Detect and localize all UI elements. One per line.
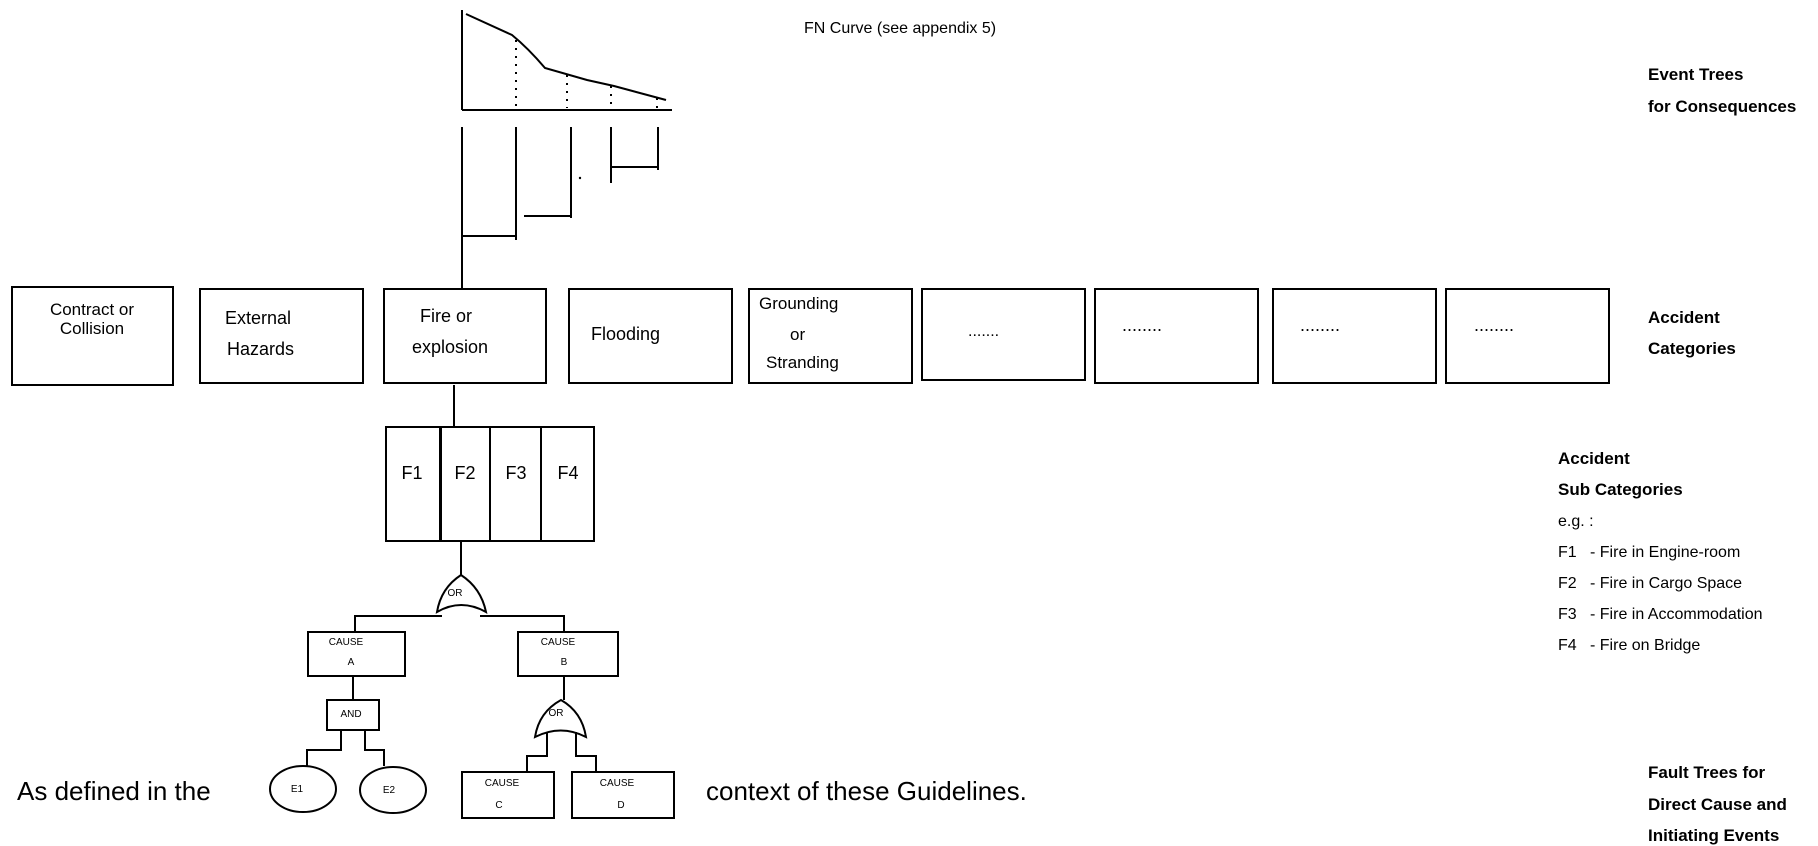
or-gate-icon (533, 698, 588, 739)
cause-a-box (307, 631, 406, 677)
category-box-collision (11, 286, 174, 386)
fn-curve-chart (461, 10, 672, 111)
sub-category-item: F3 - Fire in Accommodation (1558, 606, 1763, 623)
gate-label: OR (549, 708, 564, 719)
sub-categories-label: Accident (1558, 449, 1630, 468)
bottom-text-left: As defined in the (17, 776, 211, 806)
subcategory-label: F3 (505, 463, 526, 483)
category-text: ....... (968, 323, 999, 340)
cause-label: D (617, 800, 624, 811)
cause-label: CAUSE (485, 778, 520, 789)
category-box-fire-explosion (383, 288, 547, 384)
category-text: ........ (1300, 315, 1340, 335)
event-trees-label: for Consequences (1648, 97, 1796, 116)
fault-trees-label: Fault Trees for (1648, 763, 1766, 782)
category-box-placeholder (1445, 288, 1610, 384)
subcategory-box-f3 (489, 426, 542, 542)
category-text: Stranding (766, 353, 839, 372)
right-labels: Event Trees for Consequences Accident Ca… (1558, 65, 1796, 845)
category-box-flooding (568, 288, 733, 384)
and-gate-icon (326, 699, 380, 731)
subcategory-label: F4 (557, 463, 578, 483)
event-trees-label: Event Trees (1648, 65, 1743, 84)
event-tree (461, 127, 659, 292)
category-text: ........ (1474, 315, 1514, 335)
fn-curve-line (465, 13, 667, 101)
sub-category-item: F2 - Fire in Cargo Space (1558, 575, 1742, 592)
cause-label: C (495, 800, 502, 811)
category-text: Contract or (50, 300, 134, 319)
cause-label: CAUSE (600, 778, 635, 789)
category-text: or (790, 325, 805, 344)
sub-categories-label: Sub Categories (1558, 480, 1683, 499)
or-gate-icon (435, 573, 488, 614)
category-box-placeholder (1272, 288, 1437, 384)
fault-trees-label: Direct Cause and (1648, 795, 1787, 814)
cause-label: A (348, 657, 355, 668)
sub-category-item: F4 - Fire on Bridge (1558, 637, 1700, 654)
subcategory-box-f1 (385, 426, 441, 542)
fn-curve-label: FN Curve (see appendix 5) (804, 20, 996, 37)
event-label: E2 (383, 785, 396, 796)
event-e1 (269, 765, 337, 813)
category-text: explosion (412, 337, 488, 357)
cause-label: B (561, 657, 568, 668)
category-text: Collision (60, 319, 124, 338)
category-text: ........ (1122, 315, 1162, 335)
category-box-grounding (748, 288, 913, 384)
category-box-placeholder (921, 288, 1086, 381)
gate-label: OR (448, 588, 463, 599)
sub-categories-eg: e.g. : (1558, 513, 1594, 530)
cause-d-box (571, 771, 675, 819)
subcategory-box-f4 (540, 426, 595, 542)
category-text: Hazards (227, 339, 294, 359)
subcategory-box-f2 (439, 426, 491, 542)
cause-label: CAUSE (541, 637, 576, 648)
accident-category-boxes: Contract or Collision External Hazards F… (11, 286, 1610, 386)
cause-c-box (461, 771, 555, 819)
cause-label: CAUSE (329, 637, 364, 648)
subcategory-label: F2 (454, 463, 475, 483)
event-e2 (359, 766, 427, 814)
sub-category-item: F1 - Fire in Engine-room (1558, 544, 1740, 561)
fault-trees-label: Initiating Events (1648, 826, 1779, 845)
cause-b-box (517, 631, 619, 677)
accident-categories-label: Categories (1648, 339, 1736, 358)
category-text: Grounding (759, 294, 838, 313)
subcategory-label: F1 (401, 463, 422, 483)
event-label: E1 (291, 784, 304, 795)
subcategory-boxes: F1 F2 F3 F4 (385, 426, 595, 542)
fault-tree: OR CAUSE A AND CAUSE B OR E1 E2 CAUSE C (269, 541, 675, 819)
gate-label: AND (340, 709, 361, 720)
category-text: Flooding (591, 324, 660, 344)
accident-categories-label: Accident (1648, 308, 1720, 327)
category-text: Fire or (420, 306, 472, 326)
category-box-placeholder (1094, 288, 1259, 384)
bottom-text-right: context of these Guidelines. (706, 776, 1027, 806)
category-text: External (225, 308, 291, 328)
category-box-external-hazards (199, 288, 364, 384)
